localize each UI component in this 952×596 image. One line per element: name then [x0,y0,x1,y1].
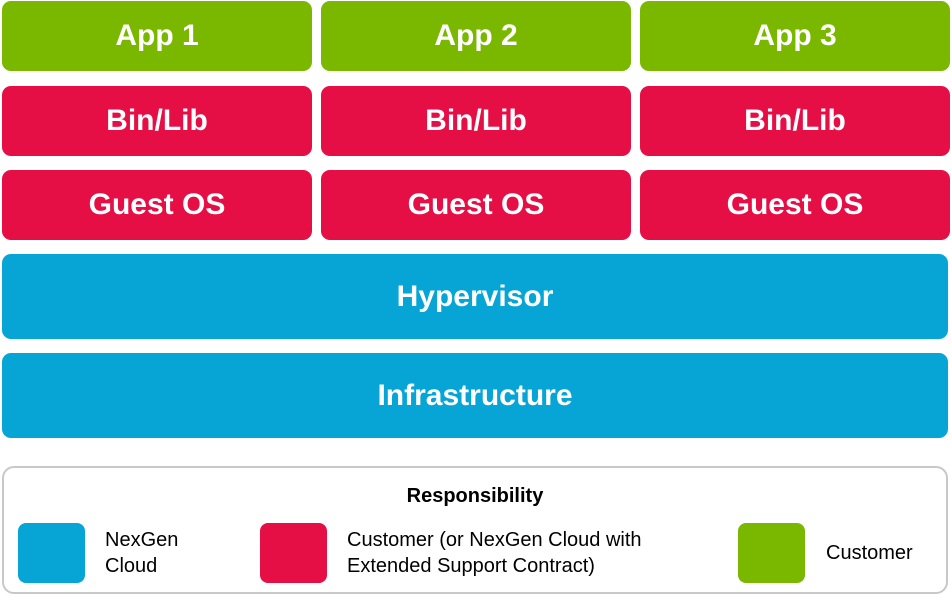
legend-title: Responsibility [406,485,544,507]
infrastructure-block: Infrastructure [2,353,948,438]
app-3-block: App 3 [640,1,950,71]
binlib-2-block: Bin/Lib [321,86,631,156]
legend-label-nexgen-cloud: NexGen Cloud [105,529,179,577]
guest-os-2-block: Guest OS [321,170,631,240]
app-1-block: App 1 [2,1,312,71]
app-2-block: App 2 [321,1,631,71]
guest-os-1-block: Guest OS [2,170,312,240]
legend-label-customer-or-nexgen: Customer (or NexGen Cloud with Extended … [347,529,642,577]
responsibility-legend: Responsibility NexGen Cloud Customer (or… [2,466,948,594]
binlib-3-block: Bin/Lib [640,86,950,156]
legend-swatch-customer [738,523,805,583]
legend-swatch-nexgen-cloud [18,523,85,583]
legend-label-customer: Customer [826,542,913,564]
guest-os-3-block: Guest OS [640,170,950,240]
binlib-1-block: Bin/Lib [2,86,312,156]
hypervisor-block: Hypervisor [2,254,948,339]
legend-swatch-customer-or-nexgen [260,523,327,583]
